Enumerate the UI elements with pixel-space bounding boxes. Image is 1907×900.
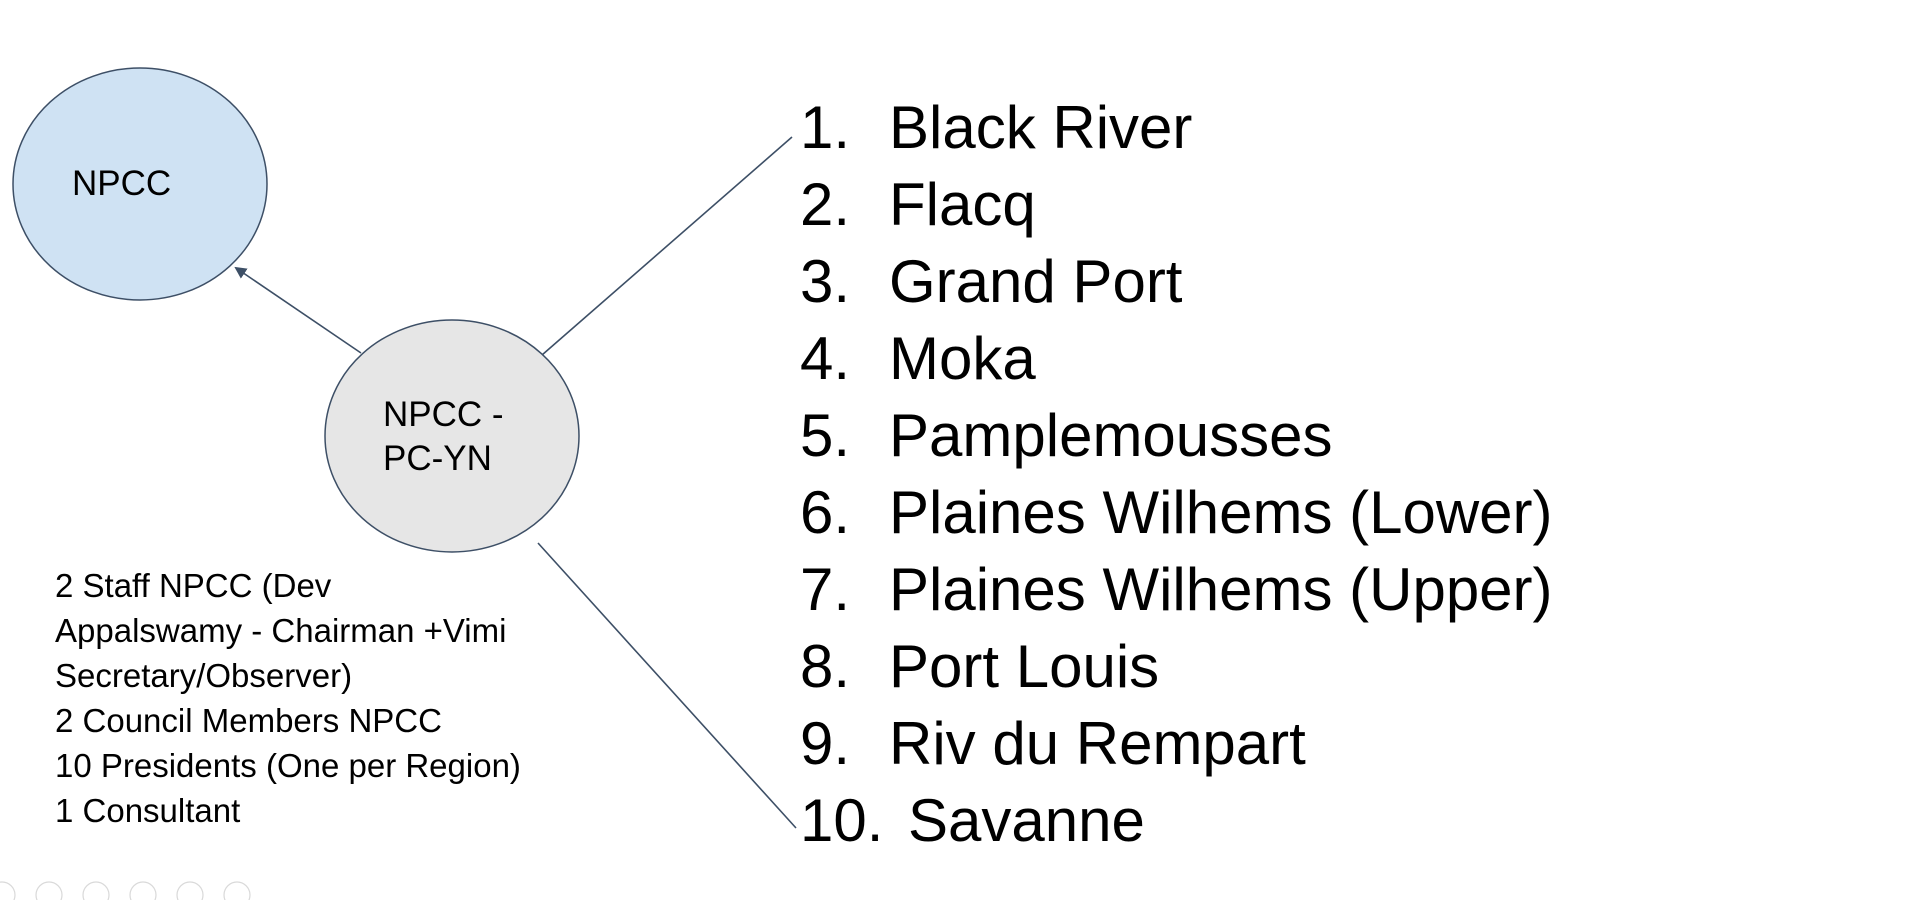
region-name: Savanne	[908, 787, 1145, 854]
slide-dot-icon	[0, 881, 16, 900]
slide-dot-icon	[129, 881, 157, 900]
region-item: 8. Port Louis	[800, 628, 1553, 705]
region-number: 7.	[800, 556, 851, 623]
regions-list: 1. Black River 2. Flacq 3. Grand Port 4.…	[800, 89, 1553, 859]
members-line: 1 Consultant	[55, 792, 241, 829]
region-number: 9.	[800, 710, 851, 777]
connector-to-region-list-top	[541, 136, 793, 356]
region-number: 8.	[800, 633, 851, 700]
region-number: 6.	[800, 479, 851, 546]
members-line: Secretary/Observer)	[55, 657, 353, 694]
region-item: 4. Moka	[800, 320, 1553, 397]
committee-members-text: 2 Staff NPCC (Dev Appalswamy - Chairman …	[55, 563, 521, 833]
npcc-node-label: NPCC	[72, 164, 172, 203]
region-name: Port Louis	[889, 633, 1160, 700]
region-name: Moka	[889, 325, 1036, 392]
region-name: Riv du Rempart	[889, 710, 1306, 777]
region-name: Black River	[889, 94, 1193, 161]
region-number: 3.	[800, 248, 851, 315]
connector-to-region-list-bottom	[537, 542, 797, 829]
region-number: 5.	[800, 402, 851, 469]
members-line: 2 Staff NPCC (Dev	[55, 567, 332, 604]
arrow-pcyn-to-npcc	[234, 266, 362, 354]
region-number: 10.	[800, 787, 884, 854]
pcyn-node	[324, 319, 580, 553]
region-number: 4.	[800, 325, 851, 392]
members-line: 2 Council Members NPCC	[55, 702, 442, 739]
slide-dot-icon	[35, 881, 63, 900]
pcyn-node-label: NPCC - PC-YN	[383, 395, 504, 478]
region-item: 1. Black River	[800, 89, 1553, 166]
region-item: 3. Grand Port	[800, 243, 1553, 320]
region-number: 2.	[800, 171, 851, 238]
region-item: 5. Pamplemousses	[800, 397, 1553, 474]
region-item: 10. Savanne	[800, 782, 1553, 859]
npcc-node	[12, 67, 268, 301]
slide-indicator-dots	[0, 881, 251, 900]
region-item: 7. Plaines Wilhems (Upper)	[800, 551, 1553, 628]
region-item: 6. Plaines Wilhems (Lower)	[800, 474, 1553, 551]
slide-dot-icon	[82, 881, 110, 900]
region-number: 1.	[800, 94, 851, 161]
slide-dot-icon	[176, 881, 204, 900]
region-name: Pamplemousses	[889, 402, 1333, 469]
members-line: Appalswamy - Chairman +Vimi	[55, 612, 507, 649]
region-item: 9. Riv du Rempart	[800, 705, 1553, 782]
region-name: Flacq	[889, 171, 1036, 238]
region-name: Plaines Wilhems (Lower)	[889, 479, 1553, 546]
slide-dot-icon	[223, 881, 251, 900]
region-name: Plaines Wilhems (Upper)	[889, 556, 1553, 623]
region-name: Grand Port	[889, 248, 1183, 315]
members-line: 10 Presidents (One per Region)	[55, 747, 521, 784]
region-item: 2. Flacq	[800, 166, 1553, 243]
